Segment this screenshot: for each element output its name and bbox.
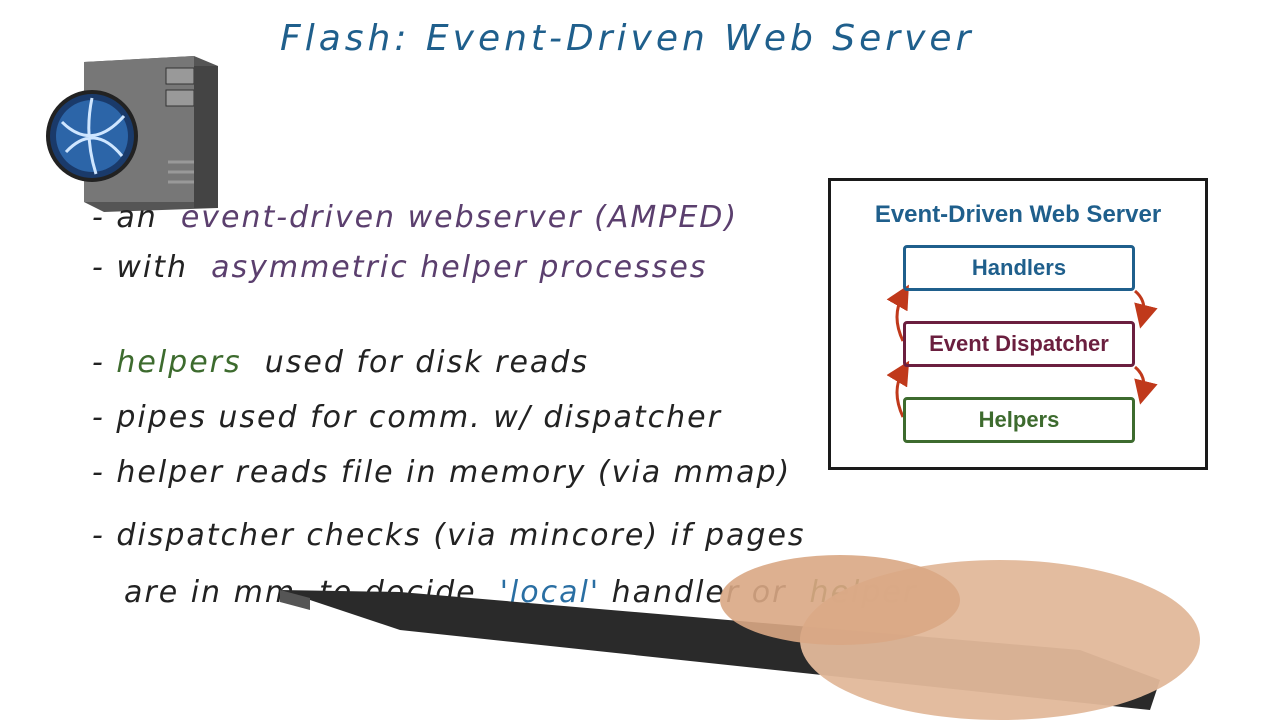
- flow-arrows: [886, 284, 1158, 418]
- bullet-line-1: - an event-driven webserver (AMPED): [92, 200, 739, 235]
- helpers-box: Helpers: [903, 397, 1135, 443]
- bullet-line-4: - pipes used for comm. w/ dispatcher: [92, 400, 722, 435]
- page-title: Flash: Event-Driven Web Server: [280, 18, 975, 59]
- bullet-line-3: - helpers used for disk reads: [92, 345, 589, 380]
- diagram-title: Event-Driven Web Server: [874, 201, 1162, 228]
- event-dispatcher-box: Event Dispatcher: [903, 321, 1135, 367]
- server-globe-icon: [46, 56, 218, 212]
- architecture-diagram: Event-Driven Web Server Handlers Event D…: [828, 178, 1208, 470]
- bullet-line-2: - with asymmetric helper processes: [92, 250, 708, 285]
- bullet-line-5: - helper reads file in memory (via mmap): [92, 455, 792, 490]
- stylus-pen-icon: [280, 555, 1200, 720]
- bullet-line-6: - dispatcher checks (via mincore) if pag…: [92, 518, 806, 553]
- handlers-box: Handlers: [903, 245, 1135, 291]
